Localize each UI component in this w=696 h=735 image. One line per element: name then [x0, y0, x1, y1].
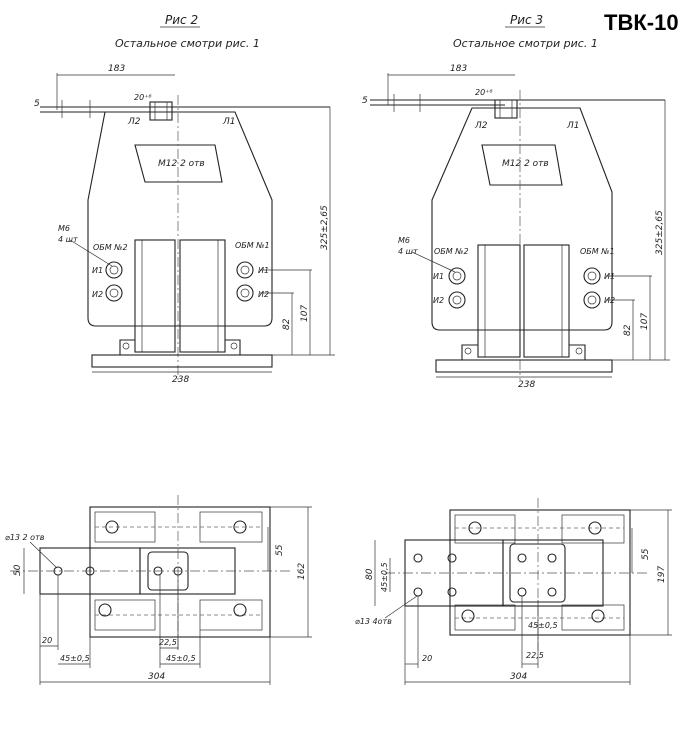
fig3-obm1: ОБМ №1: [580, 247, 615, 256]
fig2-i2-left: И2: [92, 290, 103, 299]
fig3-l2: Л2: [474, 121, 488, 131]
fig3-i1-right: И1: [604, 272, 615, 281]
fig3-caption: Рис 3: [510, 13, 543, 27]
fig3-dim-107: 107: [640, 313, 650, 330]
plan3-dim-55: 55: [641, 548, 651, 560]
plan3-dim-197: 197: [657, 566, 667, 583]
fig3-dim-20: 20⁺⁶: [475, 88, 493, 97]
plan2-dim-304: 304: [148, 672, 165, 682]
fig2-m12: M12 2 отв: [158, 159, 205, 169]
fig2-obm1: ОБМ №1: [235, 241, 270, 250]
fig2-dim-107: 107: [300, 305, 310, 322]
plan3-dim-80: 80: [365, 568, 375, 580]
fig2-m6: M6: [58, 224, 70, 233]
fig3-obm2: ОБМ №2: [434, 247, 469, 256]
fig2-l1: Л1: [222, 117, 236, 127]
fig3-m12: M12 2 отв: [502, 159, 549, 169]
plan2-dim-162: 162: [297, 563, 307, 580]
fig2-m6-count: 4 шт: [58, 235, 78, 244]
plan2-dim-55: 55: [275, 544, 285, 556]
fig2-caption: Рис 2: [165, 13, 198, 27]
fig3-i2-right: И2: [604, 296, 615, 305]
fig3-m6: M6: [398, 236, 410, 245]
fig2-i1-left: И1: [92, 266, 103, 275]
plan2-dim-45a: 45±0,5: [60, 654, 90, 663]
fig2-dim-325: 325±2,65: [320, 205, 330, 250]
fig2-note: Остальное смотри рис. 1: [115, 37, 260, 50]
model-title: ТВК-10: [604, 10, 679, 35]
fig2-front-view: Рис 2 Остальное смотри рис. 1 183 5 20⁺⁶…: [34, 13, 335, 385]
plan3-dim-225: 22,5: [526, 651, 544, 660]
plan3-hole: ⌀13 4отв: [355, 617, 392, 626]
fig3-m6-count: 4 шт: [398, 247, 418, 256]
fig3-note: Остальное смотри рис. 1: [453, 37, 598, 50]
fig2-dim-20: 20⁺⁶: [134, 93, 152, 102]
fig3-i2-left: И2: [433, 296, 444, 305]
fig2-dim-s: 5: [34, 99, 40, 109]
fig2-obm2: ОБМ №2: [93, 243, 128, 252]
plan2-dim-45b: 45±0,5: [166, 654, 196, 663]
fig2-dim-238: 238: [172, 375, 189, 385]
fig3-plan-view: 80 45±0,5 ⌀13 4отв 45±0,5 197 55 20 22,5…: [355, 498, 672, 685]
fig2-plan-view: ⌀13 2 отв 50 162 55 20 45±0,5 22,5 45±0,…: [5, 495, 312, 685]
plan3-dim-20: 20: [422, 654, 432, 663]
fig2-i2-right: И2: [258, 290, 269, 299]
fig3-dim-325: 325±2,65: [655, 210, 665, 255]
fig3-l1: Л1: [566, 121, 580, 131]
plan2-dim-50: 50: [13, 564, 23, 576]
fig2-dim-82: 82: [282, 318, 292, 330]
fig3-front-view: Рис 3 Остальное смотри рис. 1 183 5 20⁺⁶…: [362, 13, 670, 390]
fig2-l2: Л2: [127, 117, 141, 127]
fig3-dim-s: 5: [362, 96, 368, 106]
fig2-i1-right: И1: [258, 266, 269, 275]
fig2-dim-183: 183: [108, 64, 125, 74]
plan2-dim-225: 22,5: [159, 638, 177, 647]
plan3-dim-304: 304: [510, 672, 527, 682]
fig3-i1-left: И1: [433, 272, 444, 281]
plan3-dim-45v: 45±0,5: [380, 562, 389, 592]
plan2-dim-20: 20: [42, 636, 52, 645]
fig3-dim-238: 238: [518, 380, 535, 390]
plan2-hole: ⌀13 2 отв: [5, 533, 45, 542]
plan3-dim-45h: 45±0,5: [528, 621, 558, 630]
fig3-dim-183: 183: [450, 64, 467, 74]
fig3-dim-82: 82: [623, 324, 633, 336]
